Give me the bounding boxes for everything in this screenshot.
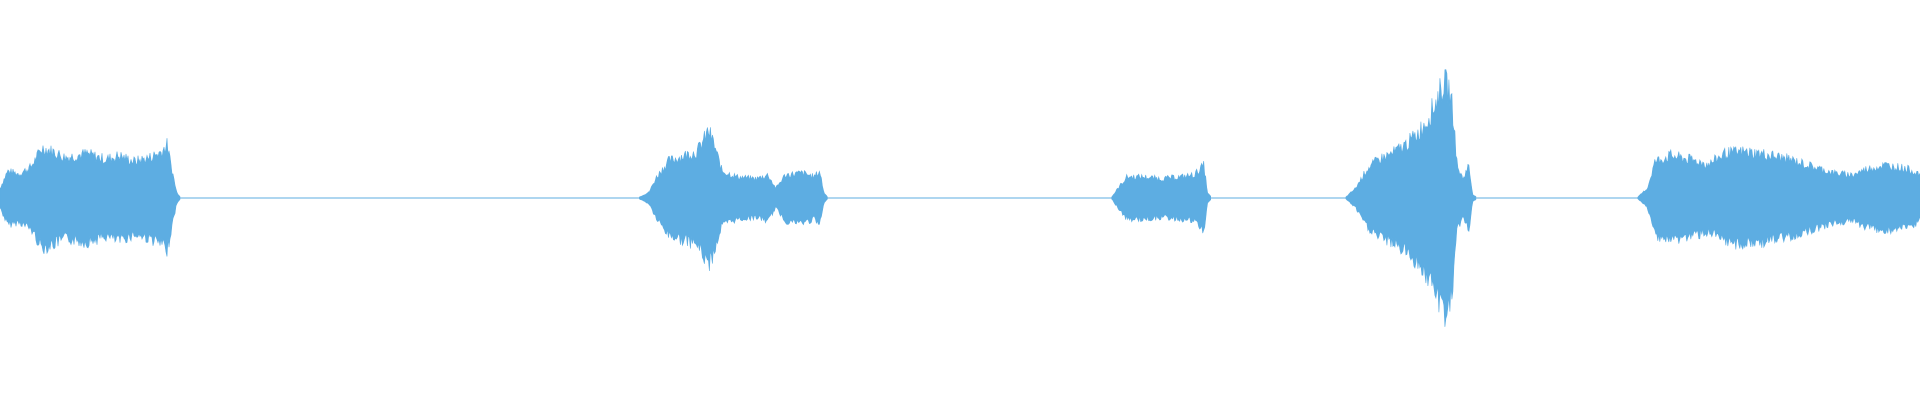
audio-clips (0, 69, 1920, 327)
waveform-clip-4 (1345, 69, 1477, 327)
waveform-clip-1 (0, 138, 181, 257)
waveform-clip-3 (1111, 160, 1211, 234)
waveform-clip-2 (639, 127, 828, 272)
waveform-clip-5 (1637, 145, 1920, 250)
